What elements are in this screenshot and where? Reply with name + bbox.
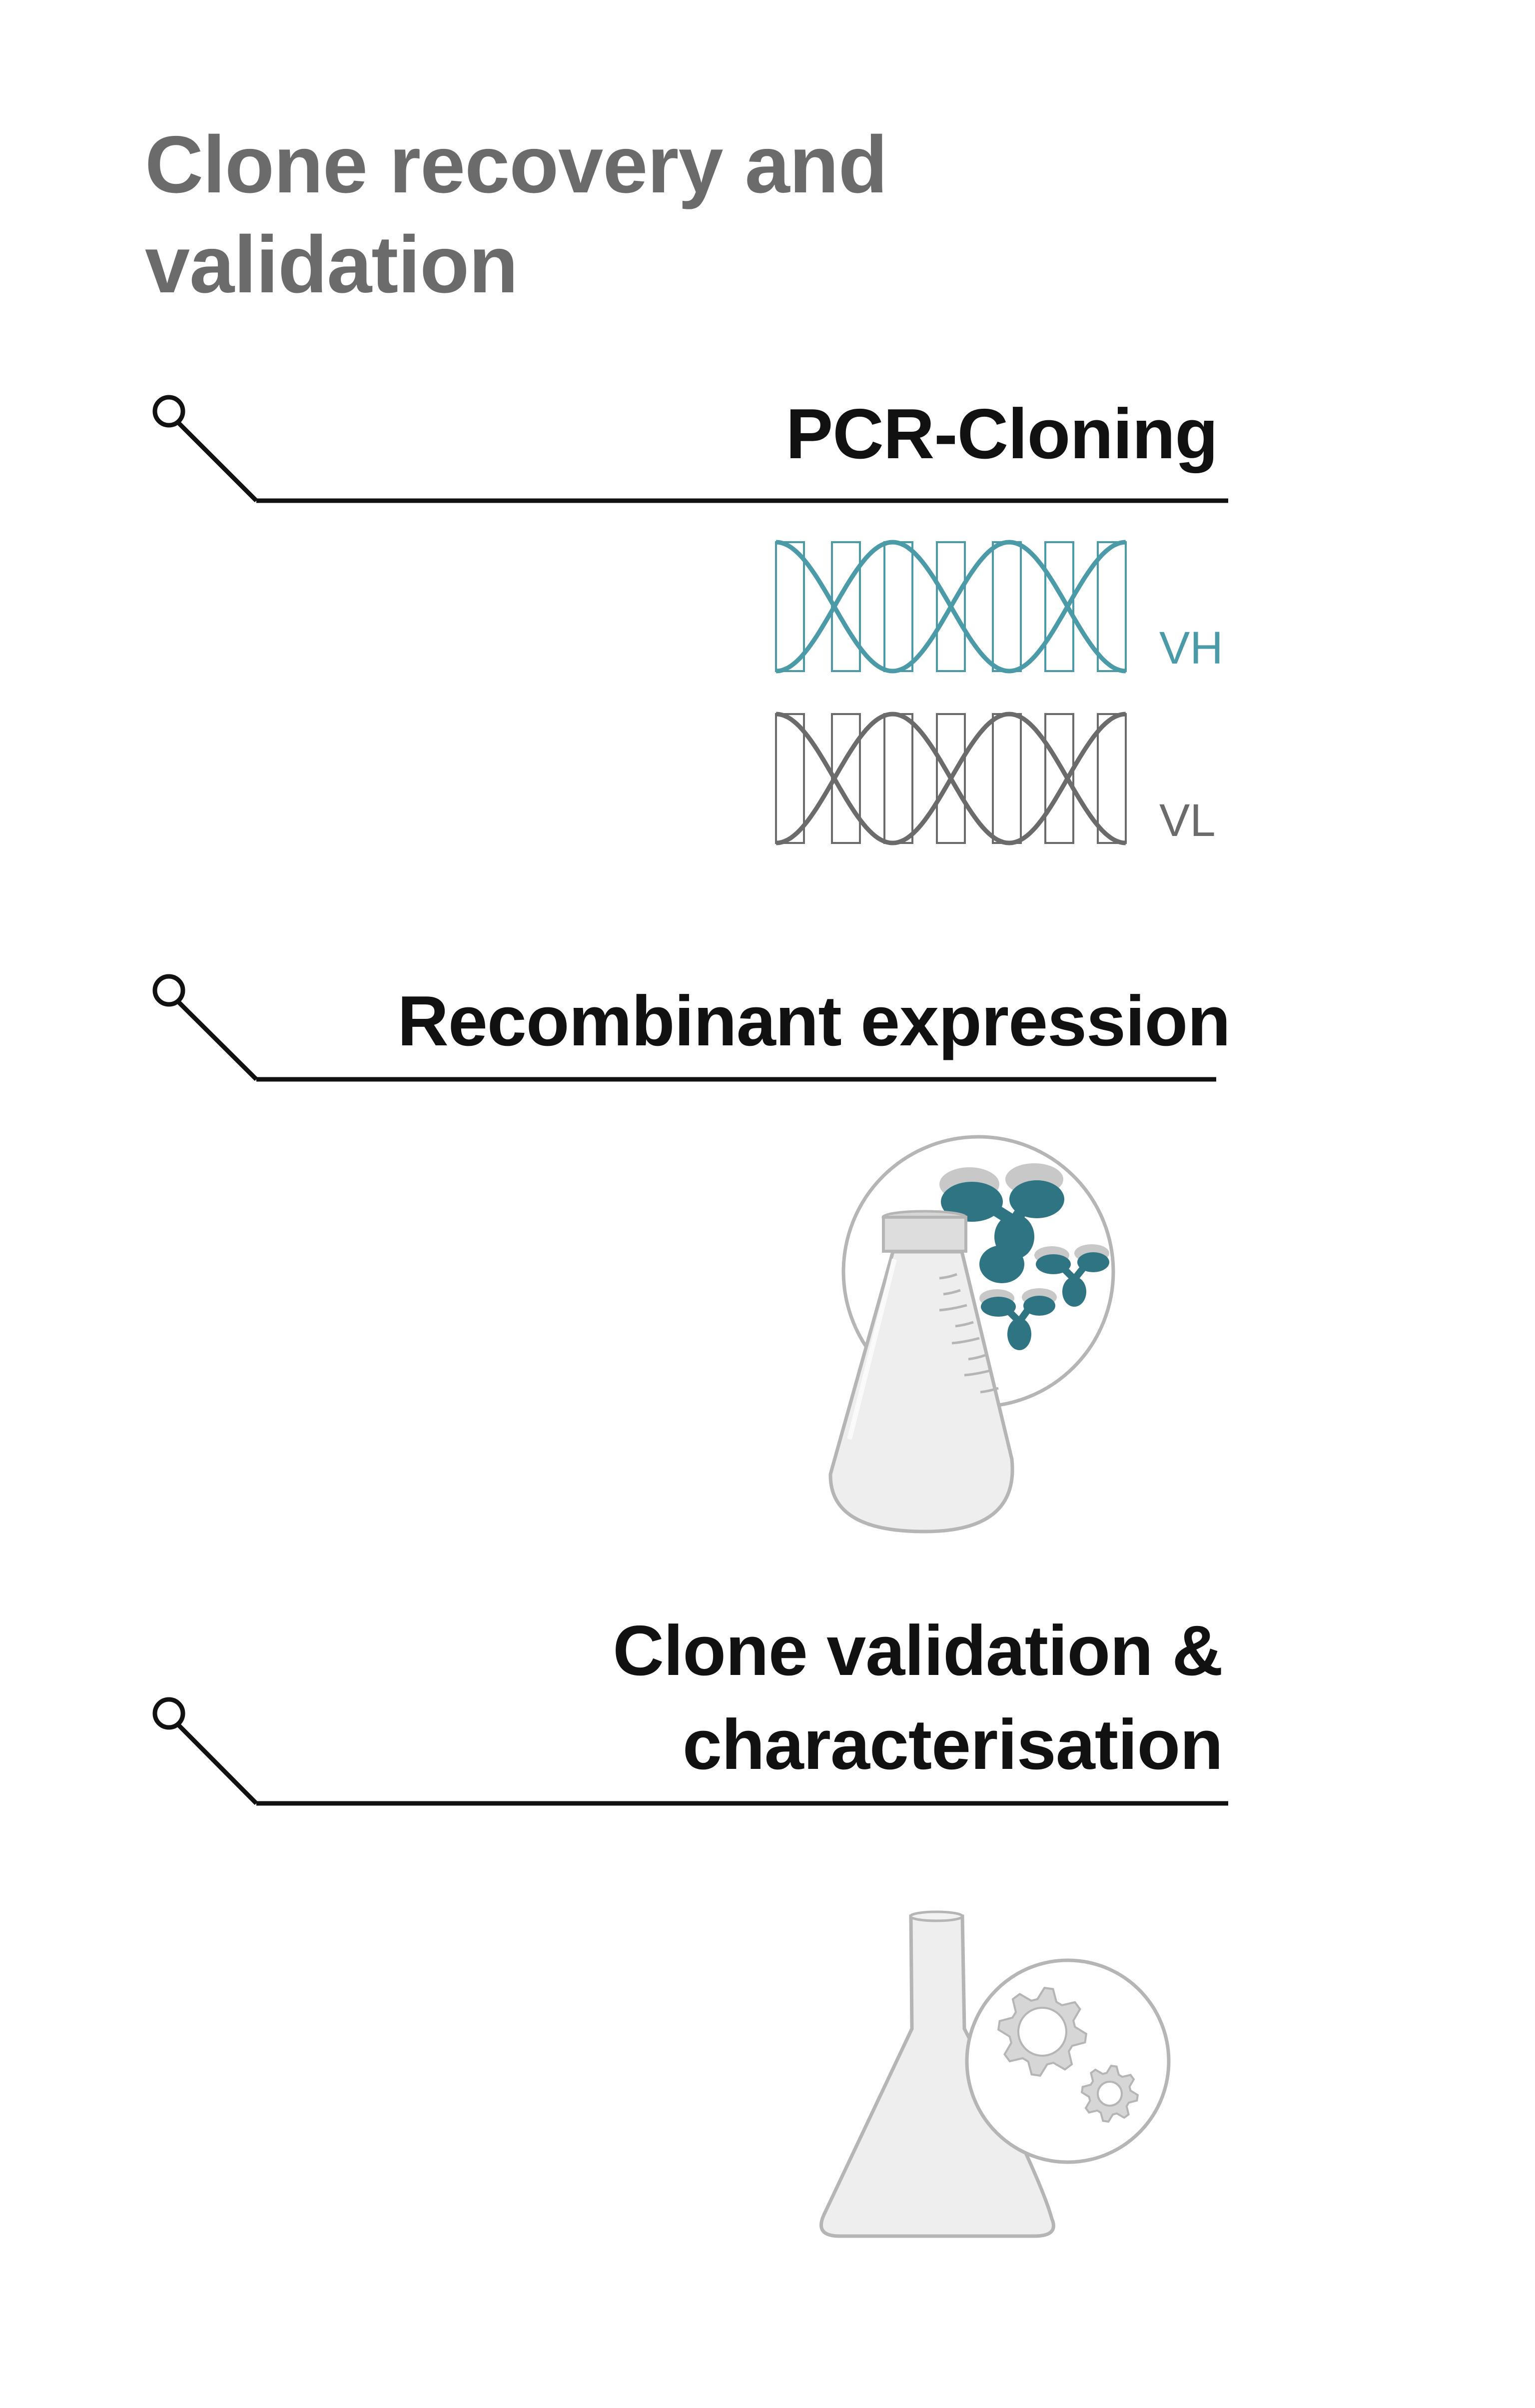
helix-base-pair xyxy=(1044,541,1074,672)
recombinant-connector xyxy=(152,974,1216,1082)
pcr-connector xyxy=(152,395,1228,503)
pin-icon xyxy=(152,974,185,1007)
helix-base-pair xyxy=(775,713,805,844)
helix-base-pair xyxy=(775,541,805,672)
dna-helix-vl xyxy=(775,712,1127,845)
title-line-1: Clone recovery and xyxy=(145,119,888,210)
antibody-medium xyxy=(1034,1244,1109,1307)
antibody-small xyxy=(979,1288,1057,1350)
helix-strand xyxy=(775,540,1126,674)
heading-line: Recombinant expression xyxy=(397,981,1231,1061)
step-heading-pcr-cloning: PCR-Cloning xyxy=(785,387,1218,481)
antibody-large xyxy=(939,1163,1064,1283)
culture-flask xyxy=(828,1210,1014,1534)
dna-helix-vh xyxy=(775,540,1127,674)
pin-icon xyxy=(152,1697,185,1730)
helix-base-pair xyxy=(1097,541,1127,672)
gear-hole xyxy=(1097,2081,1123,2107)
helix-strand xyxy=(775,712,1126,845)
gear-hole xyxy=(1017,2007,1067,2057)
helix-base-pair xyxy=(936,713,966,844)
label-vl: VL xyxy=(1159,795,1216,846)
helix-base-pair xyxy=(936,541,966,672)
helix-base-pair xyxy=(1097,713,1127,844)
title-line-2: validation xyxy=(145,219,518,310)
step-heading-clone-validation: Clone validation & characterisation xyxy=(613,1604,1223,1792)
step-heading-recombinant-expression: Recombinant expression xyxy=(397,974,1231,1068)
page-title: Clone recovery and validation xyxy=(145,115,888,315)
label-vh: VH xyxy=(1159,623,1223,674)
heading-line: characterisation xyxy=(682,1705,1223,1784)
gear-icon xyxy=(1080,2064,1139,2123)
heading-line: PCR-Cloning xyxy=(785,394,1218,474)
gear-icon xyxy=(997,1986,1088,2077)
pin-icon xyxy=(152,395,185,428)
helix-base-pair xyxy=(1044,713,1074,844)
validation-connector xyxy=(152,1697,1228,1806)
heading-line: Clone validation & xyxy=(613,1611,1223,1690)
